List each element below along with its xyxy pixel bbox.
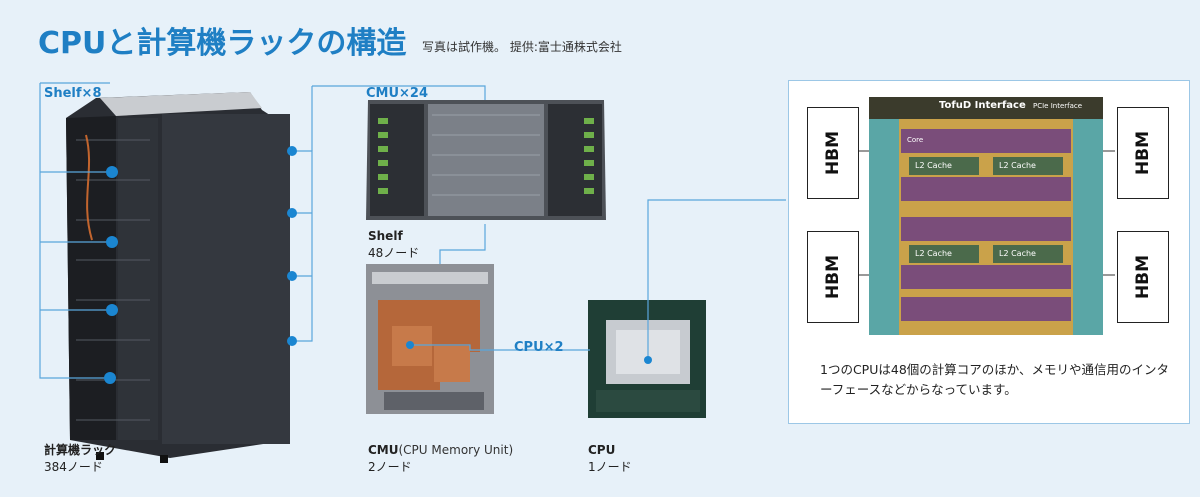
- hbm-bottom-left: HBM: [807, 231, 859, 323]
- rack-image: [66, 92, 290, 463]
- shelf-caption-title: Shelf: [368, 229, 403, 243]
- cpu-description: 1つのCPUは48個の計算コアのほか、メモリや通信用のインターフェースなどからな…: [820, 362, 1170, 397]
- hbm-bottom-right: HBM: [1117, 231, 1169, 323]
- cmu-caption: CMU(CPU Memory Unit) 2ノード: [368, 442, 513, 476]
- cmu-caption-subtitle: (CPU Memory Unit): [398, 443, 514, 457]
- shelf-caption-nodes: 48ノード: [368, 246, 420, 260]
- shelf-caption: Shelf 48ノード: [368, 228, 419, 262]
- cache-blocks: [909, 157, 1063, 263]
- connector-lines: [39, 82, 786, 379]
- core-label: Core: [907, 136, 924, 144]
- die-floorplan: [859, 97, 1115, 335]
- shelf-image: [366, 100, 606, 220]
- rack-caption-title: 計算機ラック: [44, 443, 117, 457]
- l2-cache-label: L2 Cache: [999, 161, 1036, 170]
- core-grid: [901, 129, 1071, 321]
- page-title: CPUと計算機ラックの構造: [38, 26, 407, 61]
- l2-cache-label: L2 Cache: [915, 161, 952, 170]
- shelf-count-label: Shelf×8: [44, 86, 102, 101]
- cpu-caption-title: CPU: [588, 443, 616, 457]
- hbm-arrows: [859, 150, 1115, 276]
- photo-credit: 写真は試作機。 提供:富士通株式会社: [422, 40, 622, 54]
- cpu-die-panel: HBM HBM HBM HBM TofuD Interface PCIe Int…: [788, 80, 1190, 424]
- cmu-image: [366, 264, 494, 414]
- cpu-caption: CPU 1ノード: [588, 442, 632, 476]
- cmu-caption-title: CMU: [368, 443, 399, 457]
- l2-cache-label: L2 Cache: [915, 249, 952, 258]
- pcie-interface-label: PCIe Interface: [1033, 102, 1083, 110]
- rack-caption: 計算機ラック 384ノード: [44, 442, 116, 476]
- l2-cache-label: L2 Cache: [999, 249, 1036, 258]
- hbm-top-right: HBM: [1117, 107, 1169, 199]
- cmu-count-label: CMU×24: [366, 86, 429, 101]
- cpu-caption-nodes: 1ノード: [588, 460, 632, 474]
- rack-dots: [104, 146, 652, 384]
- cpu-count-label: CPU×2: [514, 340, 564, 355]
- hbm-top-left: HBM: [807, 107, 859, 199]
- rack-caption-nodes: 384ノード: [44, 460, 103, 474]
- cmu-caption-nodes: 2ノード: [368, 460, 412, 474]
- tofud-interface-label: TofuD Interface: [939, 100, 1026, 111]
